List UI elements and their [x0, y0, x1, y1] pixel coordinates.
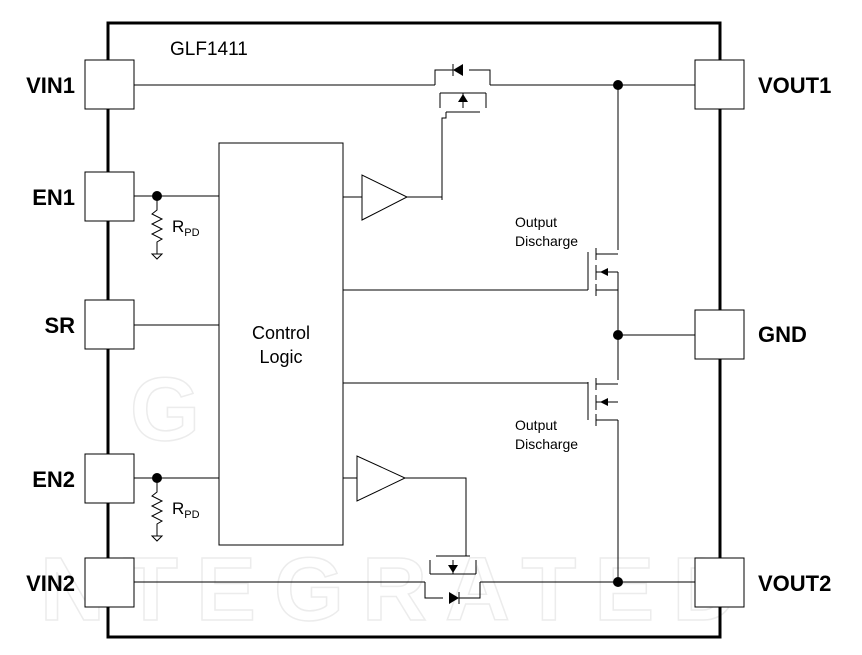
pin-label-en1: EN1	[32, 185, 75, 210]
svg-text:NTEGRATED: NTEGRATED	[40, 540, 755, 640]
pin-vin2	[84, 557, 135, 608]
pin-vout1	[694, 59, 745, 110]
gate-driver-1	[361, 174, 409, 221]
pin-sr	[84, 299, 135, 350]
pin-label-en2: EN2	[32, 467, 75, 492]
pin-label-sr: SR	[44, 313, 75, 338]
pin-label-vout2: VOUT2	[758, 571, 831, 596]
pin-en1	[84, 171, 135, 222]
svg-text:Discharge: Discharge	[515, 436, 578, 452]
pin-gnd	[694, 309, 745, 360]
control-logic-line2: Logic	[259, 347, 302, 367]
svg-text:Discharge: Discharge	[515, 233, 578, 249]
pin-vin1	[84, 59, 135, 110]
control-logic-block	[218, 142, 344, 546]
rpd-label-1: RPD	[172, 217, 200, 239]
pin-vout2	[694, 557, 745, 608]
gate-driver-2	[356, 455, 407, 502]
power-switch-2	[405, 477, 481, 604]
control-logic-line1: Control	[252, 323, 310, 343]
pin-label-vin1: VIN1	[26, 73, 75, 98]
discharge-fet-2	[587, 335, 619, 426]
pin-label-vin2: VIN2	[26, 571, 75, 596]
right-pins: VOUT1 GND VOUT2	[694, 59, 831, 608]
power-switch-1	[434, 64, 491, 200]
watermark: GLF NTEGRATED	[39, 359, 755, 641]
pin-label-vout1: VOUT1	[758, 73, 831, 98]
pin-label-gnd: GND	[758, 322, 807, 347]
left-pins: VIN1 EN1 SR EN2 VIN2	[26, 59, 135, 608]
output-discharge-label-2: Output	[515, 417, 557, 433]
output-discharge-label-1: Output	[515, 214, 557, 230]
discharge-fet-1	[587, 248, 619, 330]
pulldown-resistor-1	[150, 196, 164, 260]
rpd-label-2: RPD	[172, 499, 200, 521]
chip-name: GLF1411	[170, 39, 248, 60]
pin-en2	[84, 453, 135, 504]
pulldown-resistor-2	[150, 478, 164, 542]
